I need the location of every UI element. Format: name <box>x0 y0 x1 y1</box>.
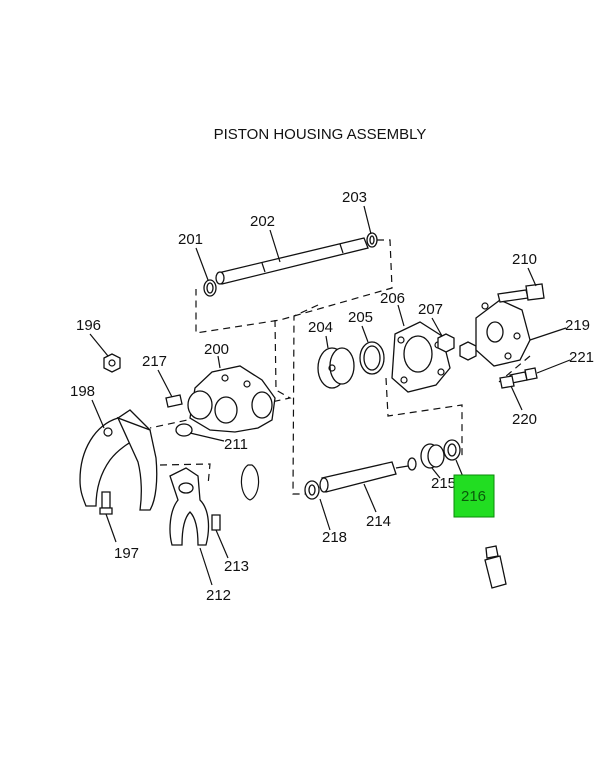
callout-200: 200 <box>204 341 229 358</box>
sealant-tube-icon <box>484 545 507 589</box>
callout-204: 204 <box>308 319 333 336</box>
pin-217 <box>165 394 183 408</box>
bolt-197 <box>99 491 113 515</box>
rod-214 <box>319 461 409 493</box>
callout-214: 214 <box>366 513 391 530</box>
seal-215 <box>420 443 445 469</box>
oring-216 <box>443 439 461 461</box>
fork-212 <box>169 467 210 546</box>
highlighted-callout-216[interactable]: 216 <box>453 474 495 518</box>
callout-201: 201 <box>178 231 203 248</box>
callout-206: 206 <box>380 290 405 307</box>
callout-217: 217 <box>142 353 167 370</box>
ring-201 <box>203 279 217 297</box>
housing-200 <box>187 365 276 433</box>
oring-205 <box>359 341 385 375</box>
callout-213: 213 <box>224 558 249 575</box>
dashed-outline-cover-group <box>385 377 463 458</box>
callout-197: 197 <box>114 545 139 562</box>
dashed-outline-shaft-group <box>195 239 393 334</box>
ring-218 <box>304 480 320 500</box>
callout-211: 211 <box>224 436 248 453</box>
callout-207: 207 <box>418 301 443 318</box>
bolt-210 <box>497 283 545 303</box>
callout-215: 215 <box>431 475 456 492</box>
nut-196 <box>103 353 121 373</box>
callout-205: 205 <box>348 309 373 326</box>
ring-211 <box>175 423 193 437</box>
fork-198 <box>79 409 158 511</box>
diagram-title: PISTON HOUSING ASSEMBLY <box>213 126 427 143</box>
dashed-outline-lower-fork <box>159 463 211 486</box>
callout-220: 220 <box>512 411 537 428</box>
callout-196: 196 <box>76 317 101 334</box>
callout-218: 218 <box>322 529 347 546</box>
shaft-202 <box>215 237 369 285</box>
leader-lines <box>89 205 571 586</box>
plug-220 <box>499 375 515 389</box>
cover-206 <box>391 321 451 393</box>
plate-219 <box>475 299 531 367</box>
bolt-221 <box>509 367 538 384</box>
dashed-outline-piston-group <box>292 304 319 495</box>
nut-small <box>459 341 477 361</box>
nut-207 <box>437 333 455 353</box>
callout-203: 203 <box>342 189 367 206</box>
callout-221: 221 <box>569 349 594 366</box>
highlight-box[interactable] <box>453 474 495 518</box>
callout-210: 210 <box>512 251 537 268</box>
piston-204 <box>317 347 355 389</box>
callout-202: 202 <box>250 213 275 230</box>
callout-219: 219 <box>565 317 590 334</box>
callout-212: 212 <box>206 587 231 604</box>
callout-198: 198 <box>70 383 95 400</box>
washer-small <box>407 457 417 471</box>
callout-216[interactable]: 216 <box>461 488 486 505</box>
ring-203 <box>366 232 378 248</box>
dashed-outline-plate-group <box>498 355 531 383</box>
bolt-213 <box>211 514 221 531</box>
clip-ring-213 <box>240 464 260 501</box>
